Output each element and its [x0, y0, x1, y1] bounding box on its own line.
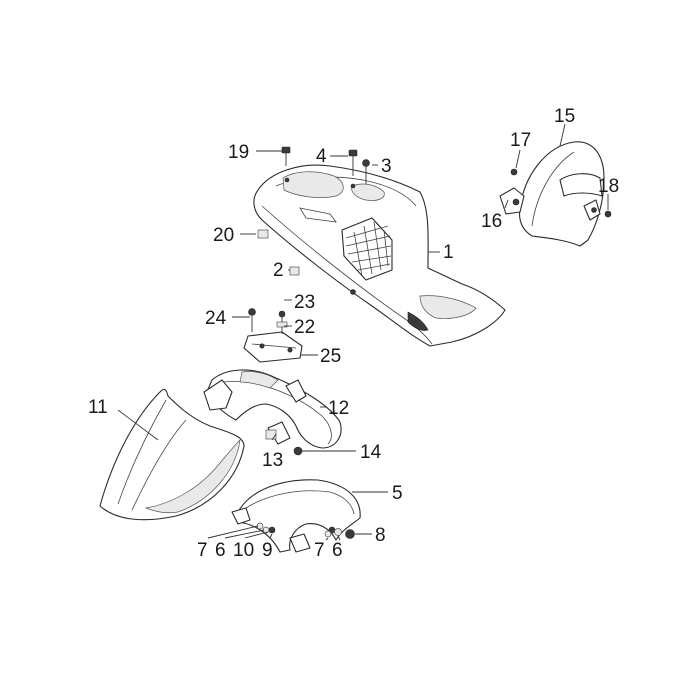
- callout-2: 2: [273, 260, 284, 281]
- callout-8: 8: [375, 525, 386, 546]
- screw-24: [248, 308, 256, 332]
- callout-20: 20: [213, 225, 234, 246]
- part-5-hugger: [231, 479, 361, 553]
- clip-2: [289, 266, 300, 276]
- screw-19: [281, 146, 291, 166]
- callout-labels: 19 4 3 1 20 2 24 23 22 25 11 12 13 14 5 …: [88, 106, 619, 561]
- leader-lines: [117, 123, 609, 541]
- callout-22: 22: [294, 317, 315, 338]
- clip-13: [265, 429, 277, 440]
- part-11-front-mudguard: [99, 388, 245, 521]
- callout-9: 9: [262, 540, 273, 561]
- callout-6a: 6: [215, 540, 226, 561]
- callout-23: 23: [294, 292, 315, 313]
- callout-13: 13: [262, 450, 283, 471]
- clip-20: [257, 229, 269, 239]
- callout-10: 10: [233, 540, 254, 561]
- callout-7a: 7: [197, 540, 208, 561]
- callout-4: 4: [316, 146, 327, 167]
- callout-5: 5: [392, 483, 403, 504]
- screw-9: [268, 526, 276, 534]
- callout-15: 15: [554, 106, 575, 127]
- callout-12: 12: [328, 398, 349, 419]
- screw-14: [293, 446, 303, 456]
- part-12-inner-mudguard: [203, 369, 342, 449]
- callout-19: 19: [228, 142, 249, 163]
- callout-7b: 7: [314, 540, 325, 561]
- fasteners: [248, 146, 612, 539]
- part-1-leg-shield: [253, 164, 506, 347]
- callout-14: 14: [360, 442, 382, 463]
- screw-8: [345, 529, 355, 539]
- callout-17: 17: [510, 130, 531, 151]
- callout-24: 24: [205, 308, 227, 329]
- callout-16: 16: [481, 211, 502, 232]
- screw-17: [510, 168, 518, 176]
- callout-1: 1: [443, 242, 454, 263]
- screw-18: [604, 210, 612, 218]
- screw-3: [362, 159, 370, 184]
- screw-23-22: [276, 310, 288, 334]
- washers-6-7: [256, 522, 342, 538]
- part-15-windshield-cover: [499, 141, 605, 247]
- callout-11: 11: [88, 397, 108, 418]
- callout-6b: 6: [332, 540, 343, 561]
- callout-18: 18: [598, 176, 619, 197]
- callout-3: 3: [381, 156, 392, 177]
- callout-25: 25: [320, 346, 341, 367]
- screw-4: [348, 149, 358, 176]
